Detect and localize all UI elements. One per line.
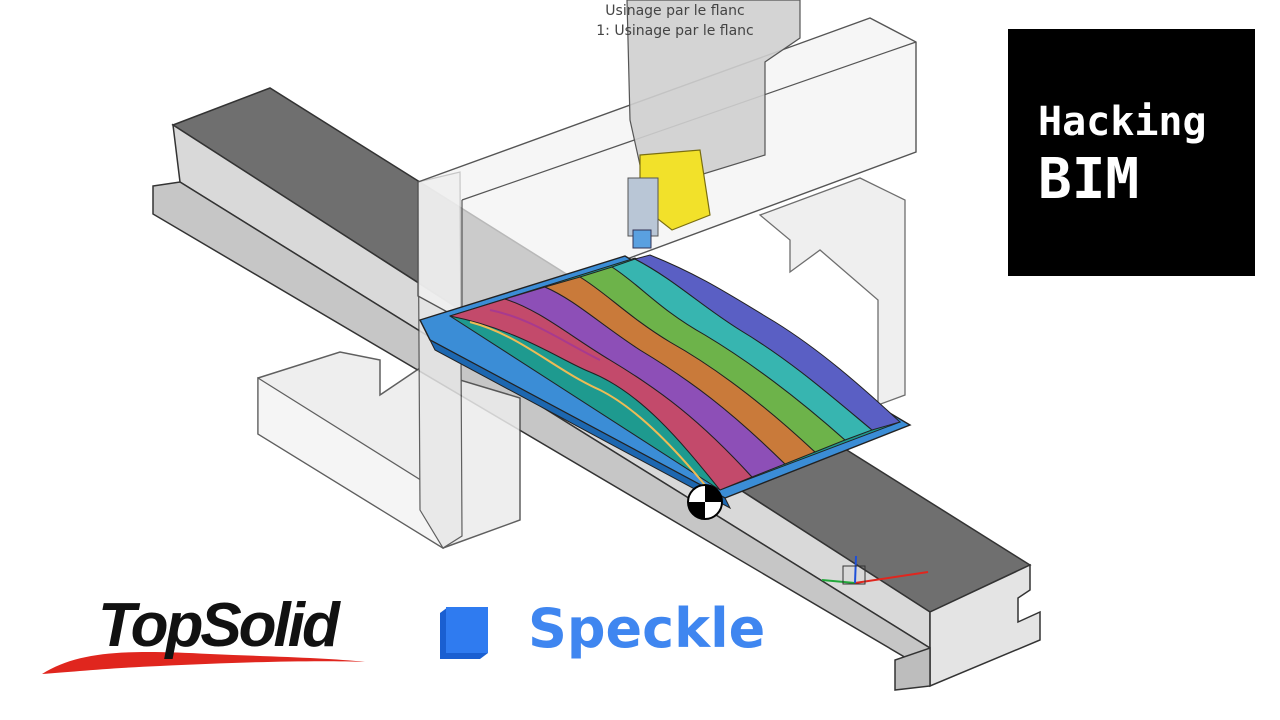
topsolid-logo: TopSolid: [40, 591, 370, 682]
operation-item: 1: Usinage par le flanc: [596, 23, 754, 39]
topsolid-wordmark: TopSolid: [98, 591, 340, 660]
badge-line1: Hacking: [1038, 99, 1207, 145]
speckle-wordmark: Speckle: [528, 597, 766, 660]
topsolid-swoosh-icon: [42, 652, 365, 674]
gantry-leg-right: [758, 177, 906, 406]
axis-triad-icon: [821, 555, 929, 585]
operation-title: Usinage par le flanc: [605, 3, 745, 19]
workpiece-panel[interactable]: [419, 254, 912, 510]
hacking-bim-badge: Hacking BIM: [1008, 29, 1255, 276]
speckle-cube-icon: [440, 607, 488, 659]
badge-line2: BIM: [1038, 147, 1140, 212]
gantry-leg-left: [257, 171, 521, 550]
origin-marker-icon: [687, 484, 723, 520]
spindle-head: [626, 0, 801, 249]
